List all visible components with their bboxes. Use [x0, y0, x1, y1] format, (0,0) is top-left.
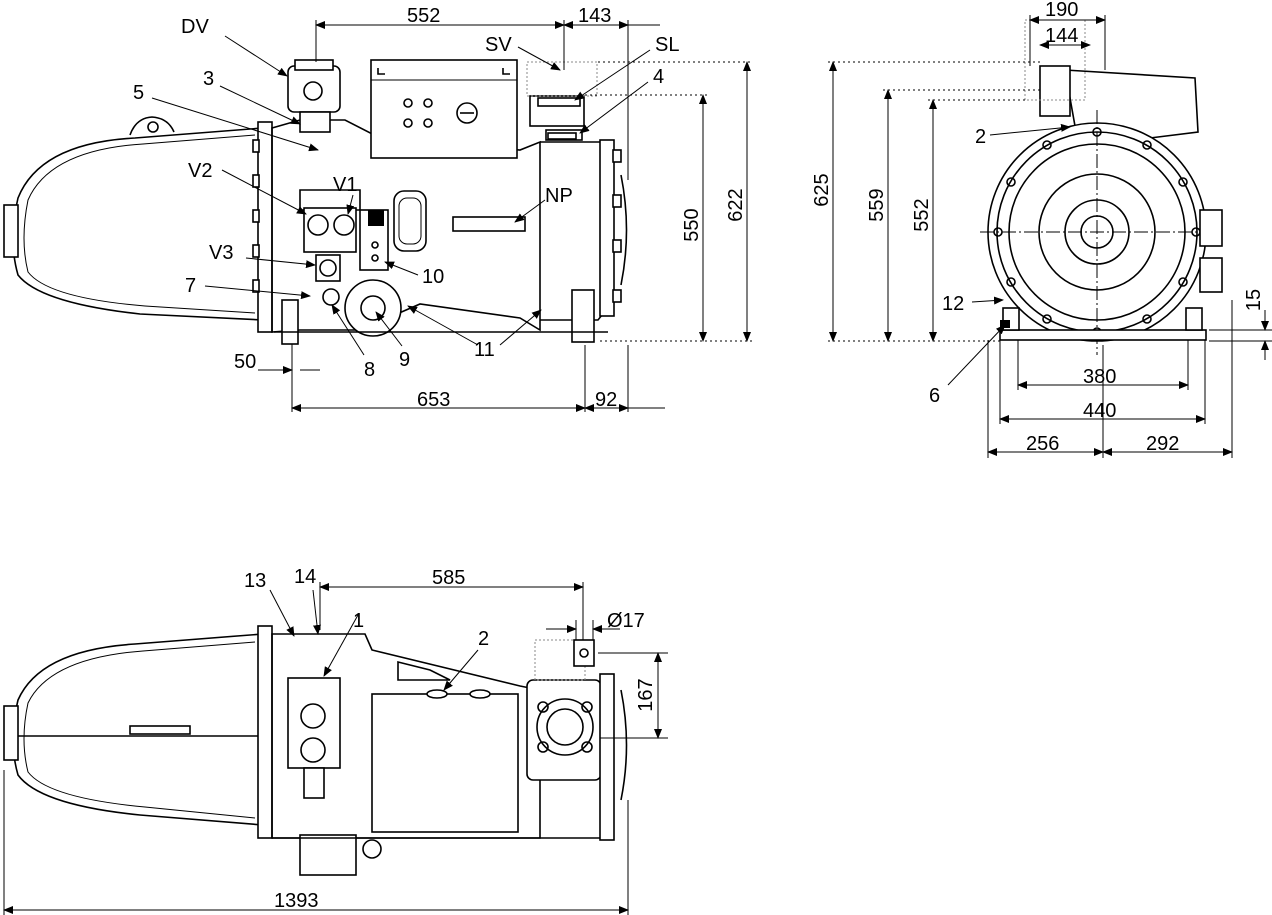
label-v1: V1	[333, 174, 357, 196]
top-terminal-box	[371, 693, 519, 833]
dim-559: 559	[866, 188, 888, 221]
dimension-texts: 552 143 550 622 50 653 92 190 144 625 55…	[234, 0, 1265, 912]
leader-lines	[151, 35, 1071, 691]
dim-552-side: 552	[911, 198, 933, 231]
dim-167: 167	[635, 678, 657, 711]
terminal-box	[370, 59, 518, 159]
label-11: 11	[474, 339, 495, 361]
dim-190: 190	[1045, 0, 1078, 21]
dim-diameter-17: Ø17	[607, 610, 645, 632]
oil-filter	[344, 279, 402, 337]
label-8: 8	[364, 359, 375, 381]
nameplate	[452, 216, 526, 232]
label-3: 3	[203, 68, 214, 90]
dim-625: 625	[811, 173, 833, 206]
dim-144: 144	[1045, 25, 1078, 47]
side-terminal-box	[1064, 69, 1199, 139]
side-discharge-valve	[1039, 65, 1071, 117]
rear-flange	[599, 139, 615, 317]
dim-256: 256	[1026, 433, 1059, 455]
label-10: 10	[422, 266, 444, 288]
label-9: 9	[399, 349, 410, 371]
component-labels: DV 3 5 V2 V1 V3 7 8 9 10 11 SV SL 4 NP 2…	[133, 16, 986, 650]
label-2-top: 2	[478, 628, 489, 650]
label-6: 6	[929, 385, 940, 407]
dim-292: 292	[1146, 433, 1179, 455]
label-12: 12	[942, 293, 964, 315]
label-v3: V3	[209, 242, 233, 264]
foot-right	[571, 289, 595, 343]
top-front-flange	[257, 625, 273, 839]
front-flange	[257, 121, 273, 333]
label-sl: SL	[655, 34, 679, 56]
dimension-lines	[3, 15, 1272, 915]
label-7: 7	[185, 275, 196, 297]
dim-380: 380	[1083, 366, 1116, 388]
label-1: 1	[353, 610, 364, 632]
dim-143: 143	[578, 5, 611, 27]
dim-440: 440	[1083, 400, 1116, 422]
dim-552-top: 552	[407, 5, 440, 27]
label-dv: DV	[181, 16, 209, 38]
label-sv: SV	[485, 34, 512, 56]
separator-shell	[12, 127, 264, 321]
side-view	[980, 19, 1223, 355]
label-2-side: 2	[975, 126, 986, 148]
dim-50: 50	[234, 351, 256, 373]
v1-actuator	[368, 210, 384, 226]
dim-653: 653	[417, 389, 450, 411]
dim-585: 585	[432, 567, 465, 589]
separator-end-cap	[3, 204, 19, 258]
dim-550: 550	[681, 208, 703, 241]
top-view	[3, 625, 628, 876]
dim-92: 92	[595, 389, 617, 411]
foot-left	[281, 299, 299, 345]
label-13: 13	[244, 570, 266, 592]
label-14: 14	[294, 566, 316, 588]
dim-15: 15	[1243, 289, 1265, 311]
front-view	[3, 59, 628, 345]
label-np: NP	[545, 185, 573, 207]
label-5: 5	[133, 82, 144, 104]
dim-1393: 1393	[274, 890, 319, 912]
flange-bolts	[252, 139, 260, 293]
label-4: 4	[653, 66, 664, 88]
dim-622: 622	[725, 188, 747, 221]
side-base	[999, 329, 1207, 341]
compressor-body	[271, 119, 541, 333]
label-v2: V2	[188, 160, 212, 182]
